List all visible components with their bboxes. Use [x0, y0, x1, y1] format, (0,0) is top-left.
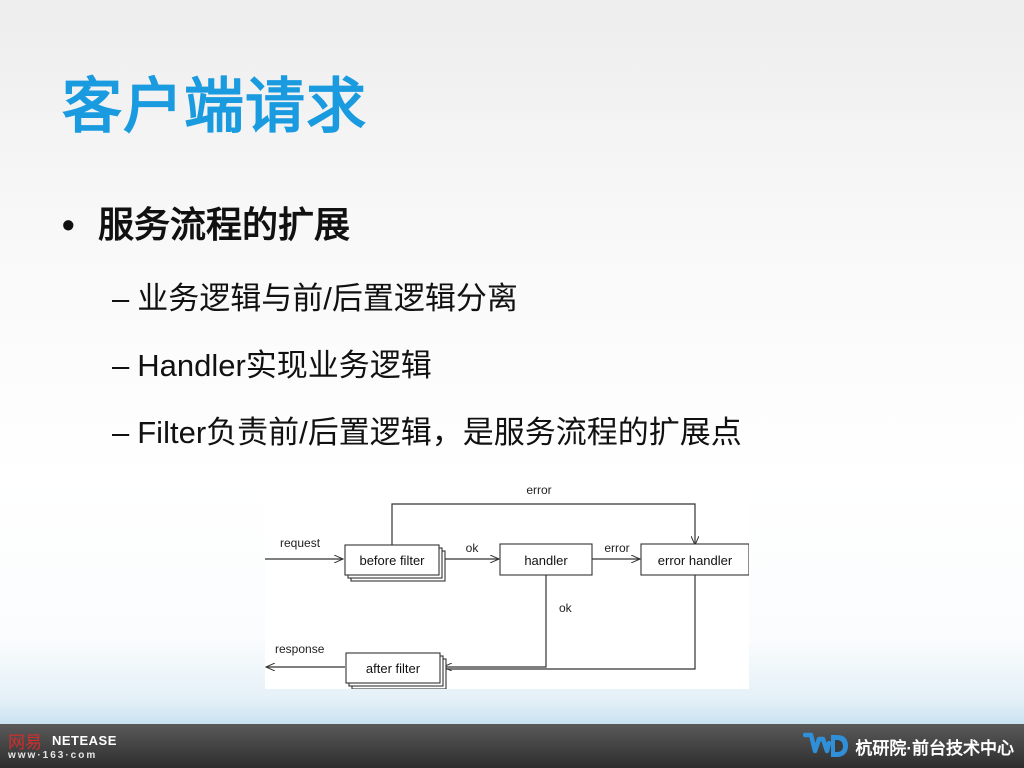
label-error-top: error: [526, 483, 551, 497]
wd-logo-icon: [803, 732, 849, 757]
label-ok-before-handler: ok: [466, 541, 480, 555]
node-handler-label: handler: [524, 553, 568, 568]
node-before-filter: before filter: [344, 544, 446, 582]
node-before-filter-label: before filter: [359, 553, 425, 568]
label-ok-handler-after: ok: [559, 601, 573, 615]
sub-bullet-dash: –: [112, 281, 130, 316]
sub-bullet-text: Filter负责前/后置逻辑，是服务流程的扩展点: [137, 415, 742, 450]
node-after-filter: after filter: [345, 652, 447, 690]
sub-bullet-dash: –: [112, 348, 130, 383]
label-response: response: [275, 642, 325, 656]
bullet-main: • 服务流程的扩展: [62, 196, 350, 248]
label-error-handler: error: [604, 541, 629, 555]
edge-ok-handler-after: [443, 575, 547, 667]
node-handler: handler: [499, 543, 593, 576]
hangyanyuan-logo: 杭研院·前台技术中心: [803, 730, 1014, 762]
label-request: request: [280, 536, 321, 550]
node-error-handler-label: error handler: [658, 553, 733, 568]
node-after-filter-label: after filter: [366, 661, 421, 676]
sub-bullet-text: Handler实现业务逻辑: [137, 348, 432, 383]
sub-bullet-dash: –: [112, 415, 130, 450]
footer-right-text: 杭研院·前台技术中心: [855, 738, 1014, 758]
bullet-symbol: •: [62, 204, 75, 245]
sub-bullet-3: –Filter负责前/后置逻辑，是服务流程的扩展点: [112, 407, 742, 452]
sub-bullet-1: –业务逻辑与前/后置逻辑分离: [112, 273, 518, 318]
netease-logo: 网易 NETEASE www·163·com: [8, 728, 118, 764]
filter-flow-diagram: before filter handler error handler afte…: [265, 481, 750, 690]
bullet-main-text: 服务流程的扩展: [98, 204, 351, 245]
footer-bar: 网易 NETEASE www·163·com 杭研院·前台技术中心: [0, 724, 1024, 768]
slide-title: 客户端请求: [62, 73, 367, 140]
edge-error-top: [391, 503, 695, 545]
flow-diagram-svg: before filter handler error handler afte…: [265, 483, 750, 690]
sub-bullet-2: –Handler实现业务逻辑: [112, 340, 432, 385]
netease-logo-url: www·163·com: [8, 750, 98, 761]
edge-errorhandler-after: [443, 575, 696, 670]
sub-bullet-text: 业务逻辑与前/后置逻辑分离: [137, 281, 518, 316]
netease-logo-cn: 网易: [8, 733, 42, 753]
netease-logo-brand: NETEASE: [52, 733, 117, 748]
node-error-handler: error handler: [640, 543, 750, 576]
